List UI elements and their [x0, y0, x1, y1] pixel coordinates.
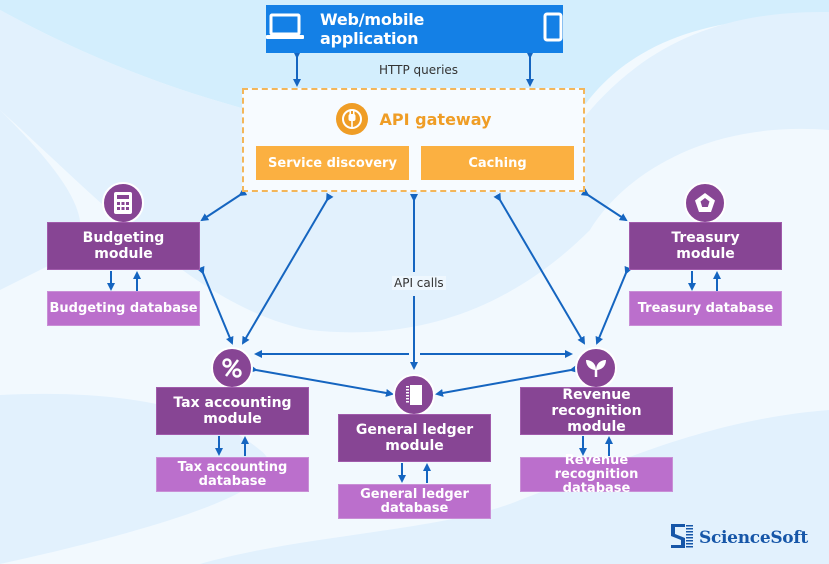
laptop-icon	[266, 13, 304, 45]
sprout-icon	[575, 347, 617, 389]
arrow-revenue-ledger	[435, 365, 578, 397]
brand-name: ScienceSoft	[699, 528, 808, 548]
http-queries-label: HTTP queries	[379, 63, 459, 77]
arrow-budgeting-tax	[197, 265, 234, 345]
budgeting-module-label: Budgeting	[82, 230, 165, 246]
arrow-gateway-tax	[241, 192, 334, 345]
revenue-db-label: Revenue recognition	[554, 452, 639, 482]
api-calls-label: API calls	[392, 276, 446, 290]
web-mobile-application: Web/mobile application	[266, 5, 563, 53]
tax-db-sublabel: database	[198, 473, 267, 489]
calculator-icon	[102, 182, 144, 224]
budgeting-module: Budgeting module	[47, 222, 200, 270]
sciencesoft-logo-icon	[671, 524, 693, 552]
general-ledger-module: General ledger module	[338, 414, 491, 462]
revenue-db-sublabel: database	[562, 480, 631, 496]
tax-accounting-database: Tax accounting database	[156, 457, 309, 492]
arrow-tax-ledger	[249, 365, 394, 397]
notebook-icon	[393, 374, 435, 416]
general-ledger-database: General ledger database	[338, 484, 491, 519]
ledger-module-sublabel: module	[385, 438, 444, 454]
revenue-recognition-database: Revenue recognition database	[520, 452, 673, 495]
budgeting-module-sublabel: module	[94, 246, 153, 262]
treasury-module: Treasury module	[629, 222, 782, 270]
ledger-db-label: General ledger	[360, 486, 469, 502]
budgeting-database: Budgeting database	[47, 291, 200, 326]
tax-module-sublabel: module	[203, 411, 262, 427]
ledger-module-label: General ledger	[355, 422, 474, 438]
sciencesoft-logo: ScienceSoft	[671, 524, 808, 552]
gateway-header: API gateway	[244, 103, 583, 135]
tax-accounting-module: Tax accounting module	[156, 387, 309, 435]
api-gateway: API gateway Service discovery Caching	[242, 88, 585, 192]
arrow-gateway-revenue	[493, 192, 586, 345]
smartphone-icon	[543, 12, 563, 46]
revenue-module-label: Revenue recognition	[551, 387, 642, 419]
ledger-db-sublabel: database	[380, 500, 449, 516]
treasury-database: Treasury database	[629, 291, 782, 326]
plug-icon	[335, 103, 368, 135]
arrow-gateway-budgeting	[200, 188, 248, 222]
arrow-gateway-treasury	[580, 188, 628, 222]
tax-db-label: Tax accounting	[177, 459, 288, 475]
app-label: Web/mobile application	[320, 10, 425, 48]
treasury-module-sublabel: module	[676, 246, 735, 262]
caching-box: Caching	[421, 146, 574, 180]
revenue-module-sublabel: module	[567, 419, 626, 435]
percent-icon	[211, 347, 253, 389]
service-discovery-box: Service discovery	[256, 146, 409, 180]
gateway-title: API gateway	[379, 109, 492, 129]
treasury-module-label: Treasury	[671, 230, 740, 246]
pentagon-gem-icon	[684, 182, 726, 224]
revenue-recognition-module: Revenue recognition module	[520, 387, 673, 435]
arrow-treasury-revenue	[595, 265, 632, 345]
tax-module-label: Tax accounting	[173, 395, 292, 411]
